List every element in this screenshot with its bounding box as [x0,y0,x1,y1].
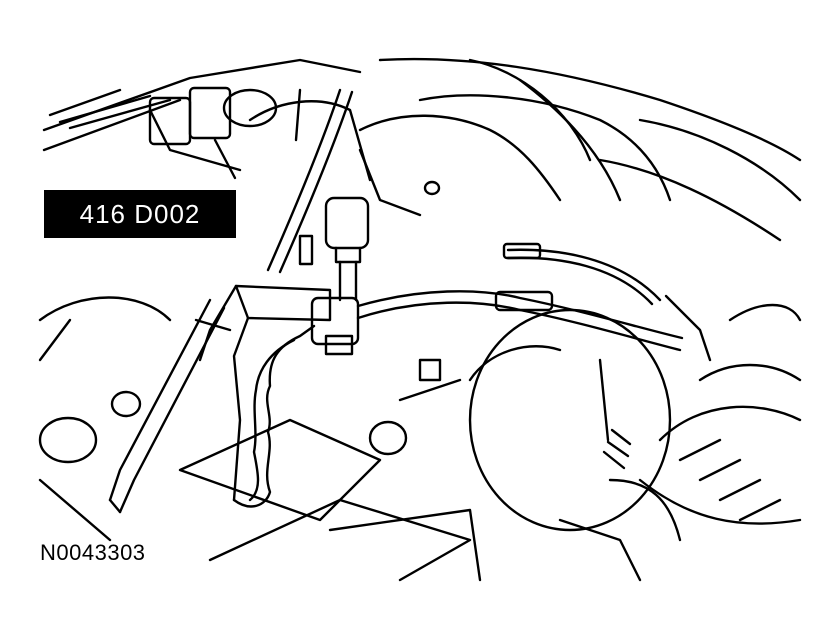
fluid-reservoir [38,296,172,542]
vacuum-gauge [298,196,370,356]
air-intake [638,303,802,525]
sensor-connector [148,86,278,180]
vacuum-pump [108,284,332,514]
vacuum-line-upper [266,88,354,274]
hood-edge [42,58,362,172]
tool-number-label: 416 D002 [44,190,236,238]
vacuum-hose [356,242,712,362]
alternator [468,308,682,582]
figure-id: N0043303 [40,540,146,565]
intake-manifold [248,57,802,242]
battery-tray [178,358,482,582]
